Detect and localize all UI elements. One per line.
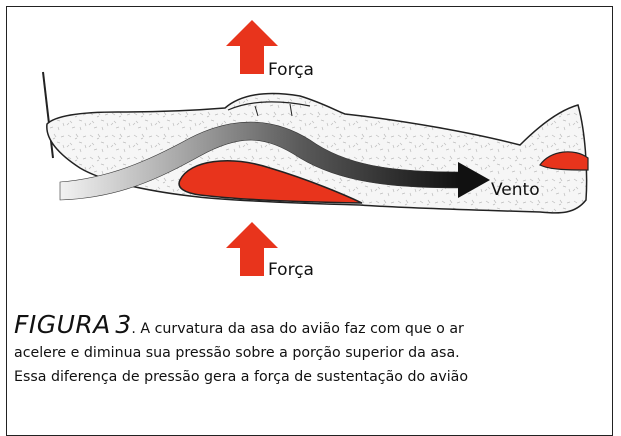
figure-caption: FIGURA 3. A curvatura da asa do avião fa…	[14, 310, 606, 389]
force-bottom-label: Força	[268, 260, 314, 280]
propeller	[42, 71, 54, 159]
force-arrow-top-icon	[226, 20, 278, 74]
force-top-label: Força	[268, 60, 314, 80]
caption-figure-number: 3	[115, 310, 132, 339]
wind-label: Vento	[491, 180, 540, 200]
caption-line-1-text: . A curvatura da asa do avião faz com qu…	[131, 321, 464, 337]
cockpit-canopy	[227, 101, 311, 111]
canopy-frame	[254, 103, 293, 117]
caption-figure-word: FIGURA	[14, 310, 111, 339]
airflow-arrowhead-icon	[458, 162, 490, 198]
tail-stabilizer	[539, 151, 589, 171]
caption-line-3: Essa diferença de pressão gera a força d…	[14, 369, 469, 385]
force-arrow-bottom-icon	[226, 222, 278, 276]
wing	[178, 160, 363, 204]
airplane-lift-diagram	[42, 20, 589, 276]
caption-line-2: acelere e diminua sua pressão sobre a po…	[14, 345, 460, 361]
caption-line-1: FIGURA 3. A curvatura da asa do avião fa…	[14, 310, 606, 341]
